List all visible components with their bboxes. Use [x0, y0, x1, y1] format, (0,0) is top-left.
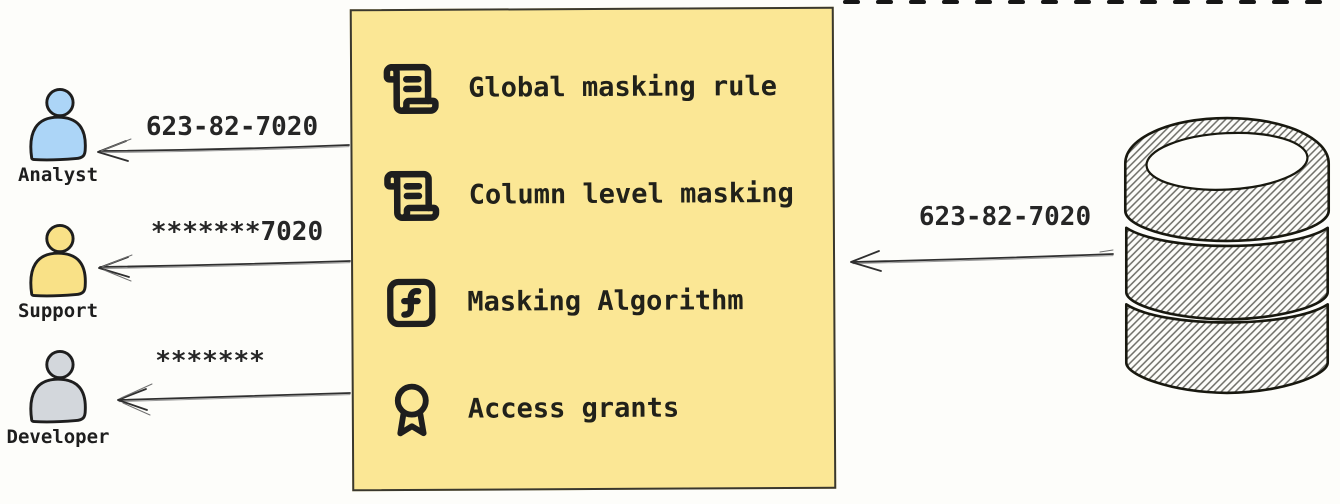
masking-box-row-column-masking: Column level masking [352, 140, 833, 250]
support-user-icon [29, 224, 87, 298]
scroll-text-icon [384, 170, 440, 221]
developer-data-value: ******* [155, 346, 265, 376]
scroll-text-icon [383, 63, 439, 114]
persona-label: Support [17, 300, 99, 322]
masking-item-label: Access grants [467, 392, 680, 425]
persona-label: Developer [6, 426, 110, 448]
persona-developer: Developer [2, 350, 114, 448]
persona-support: Support [2, 224, 114, 322]
masking-box-row-global-rule: Global masking rule [352, 33, 833, 143]
arrow-to-developer [117, 383, 351, 416]
persona-label: Analyst [17, 164, 99, 186]
analyst-data-value: 623-82-7020 [145, 112, 319, 142]
support-data-value: *******7020 [150, 217, 324, 247]
database-cylinder-icon [1123, 116, 1331, 395]
masking-item-label: Masking Algorithm [467, 285, 744, 318]
analyst-user-icon [29, 88, 87, 162]
arrow-db-to-box [850, 249, 1114, 272]
masking-box-row-access-grants: Access grants [354, 354, 835, 464]
masking-box-row-algorithm: Masking Algorithm [353, 247, 834, 357]
arrow-to-support [98, 254, 351, 282]
masking-box: Global masking rule Column level masking… [349, 6, 837, 492]
masking-item-label: Column level masking [468, 177, 794, 211]
database-data-value: 623-82-7020 [918, 202, 1092, 232]
developer-user-icon [29, 350, 87, 424]
arrow-to-analyst [97, 138, 350, 162]
award-icon [394, 383, 429, 436]
function-square-icon [387, 278, 436, 327]
masking-item-label: Global masking rule [468, 71, 778, 104]
persona-analyst: Analyst [2, 88, 114, 186]
